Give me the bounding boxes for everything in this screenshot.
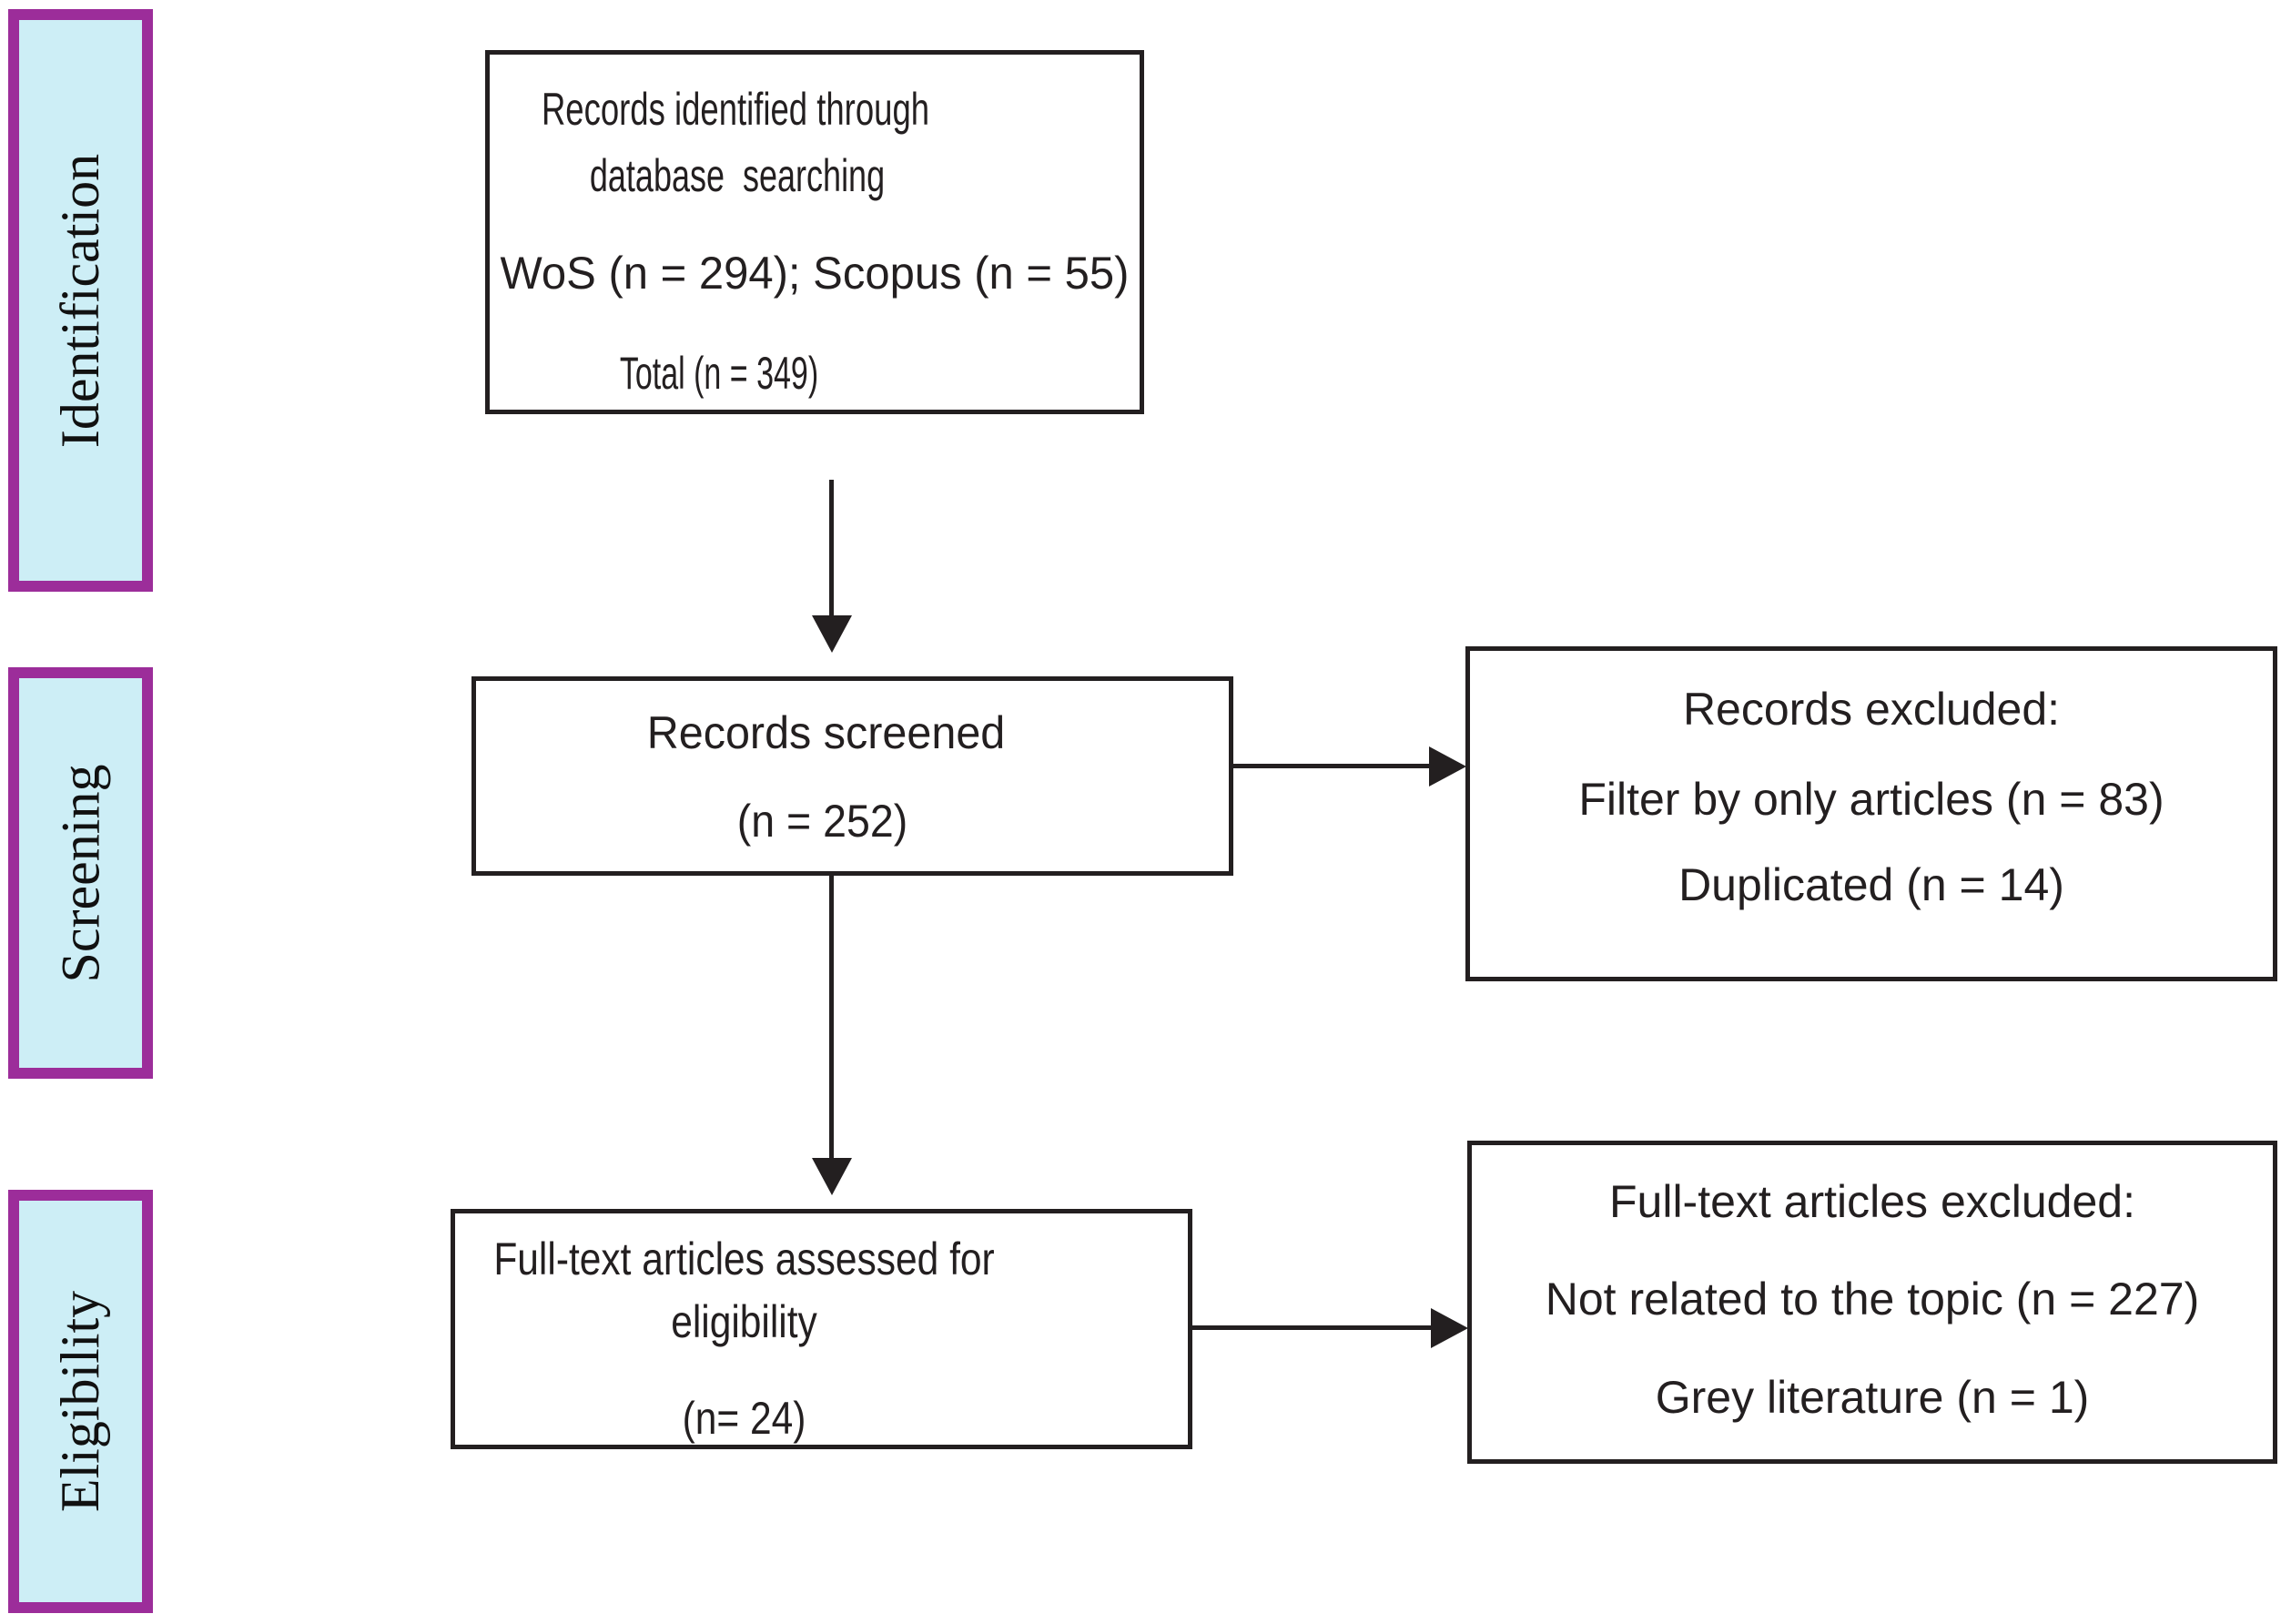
records-screened-line-2: (n = 252) (736, 796, 908, 847)
stage-eligibility: Eligibility (8, 1190, 153, 1613)
records-screened-line-1: Records screened (646, 707, 1006, 758)
arrow-screened-to-fulltext-head (812, 1158, 852, 1195)
stage-identification: Identification (8, 9, 153, 592)
arrow-screened-to-excluded-line (1233, 764, 1434, 768)
box-records-screened: Records screened (n = 252) (471, 676, 1233, 876)
arrow-screened-to-fulltext-line (829, 876, 834, 1160)
stage-screening: Screening (8, 667, 153, 1079)
stage-screening-label: Screening (50, 764, 111, 982)
fulltext-excluded-line-3: Grey literature (n = 1) (1655, 1372, 2090, 1423)
arrow-fulltext-to-excluded-head (1431, 1308, 1468, 1348)
records-identified-line-3: WoS (n = 294); Scopus (n = 55) (500, 248, 1130, 299)
records-identified-line-4: Total (n = 349) (619, 348, 819, 399)
stage-eligibility-label: Eligibility (50, 1290, 110, 1513)
records-identified-line-1: Records identified through (541, 84, 930, 135)
arrow-fulltext-to-excluded-line (1192, 1325, 1434, 1330)
records-excluded-line-1: Records excluded: (1682, 684, 2061, 735)
fulltext-assessed-line-1: Full-text articles assessed for (493, 1233, 995, 1284)
arrow-identified-to-screened-head (812, 615, 852, 653)
box-records-excluded: Records excluded: Filter by only article… (1465, 646, 2277, 981)
fulltext-excluded-line-2: Not related to the topic (n = 227) (1545, 1274, 2200, 1325)
arrow-identified-to-screened-line (829, 480, 834, 619)
records-identified-line-2: database searching (589, 150, 886, 201)
fulltext-excluded-line-1: Full-text articles excluded: (1608, 1176, 2135, 1227)
stage-identification-label: Identification (50, 153, 111, 448)
fulltext-assessed-line-2: eligibility (671, 1296, 817, 1347)
records-excluded-line-2: Filter by only articles (n = 83) (1578, 774, 2164, 825)
fulltext-assessed-line-3: (n= 24) (682, 1393, 806, 1444)
records-excluded-line-3: Duplicated (n = 14) (1678, 859, 2064, 910)
box-fulltext-assessed: Full-text articles assessed for eligibil… (451, 1209, 1192, 1449)
arrow-screened-to-excluded-head (1429, 746, 1466, 787)
box-fulltext-excluded: Full-text articles excluded: Not related… (1467, 1141, 2277, 1464)
box-records-identified: Records identified through database sear… (485, 50, 1144, 414)
